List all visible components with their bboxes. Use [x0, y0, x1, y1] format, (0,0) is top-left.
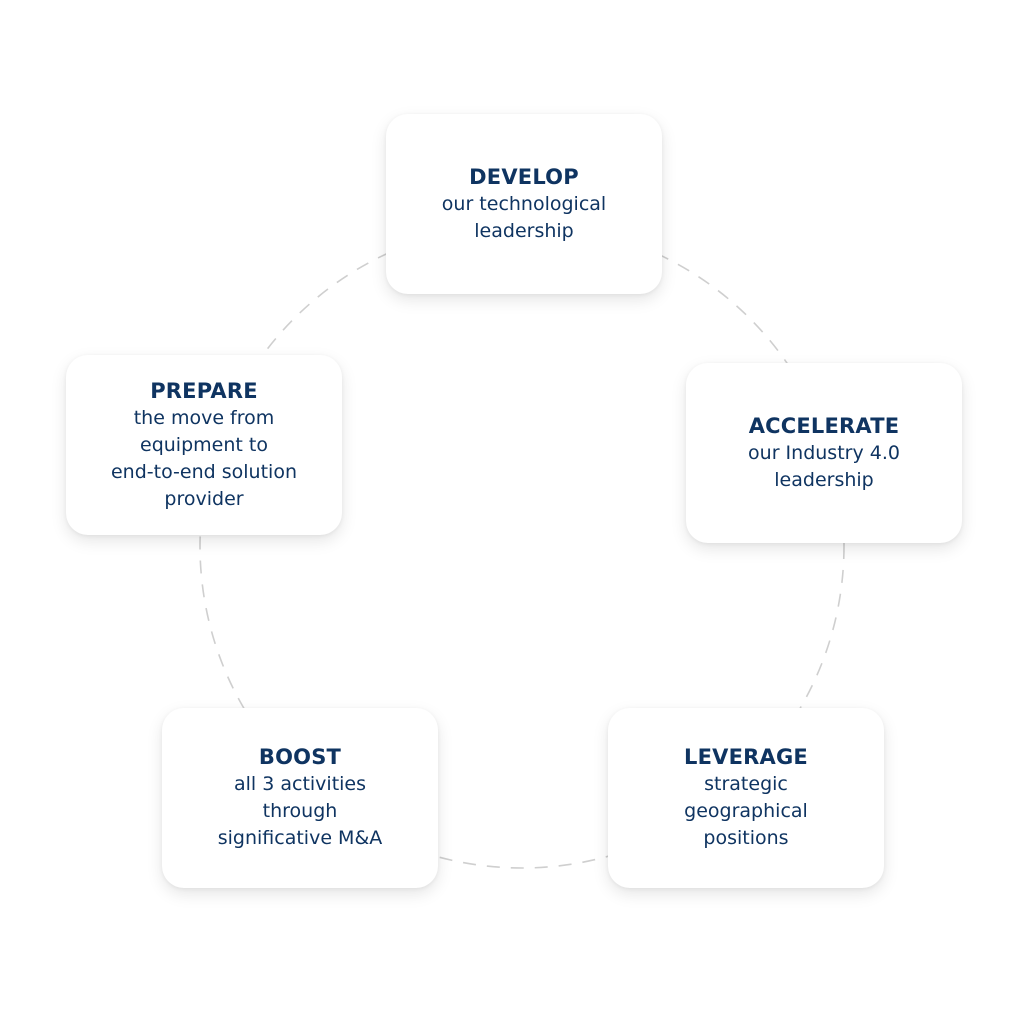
- node-accelerate-description: our Industry 4.0 leadership: [748, 441, 900, 491]
- node-boost-description: all 3 activities through significative M…: [217, 773, 383, 849]
- node-prepare-description: the move from equipment to end-to-end so…: [110, 406, 297, 510]
- node-leverage-title: LEVERAGE: [684, 745, 808, 769]
- node-develop-description: our technological leadership: [441, 192, 607, 242]
- node-boost-title: BOOST: [258, 745, 342, 769]
- node-develop-title: DEVELOP: [469, 164, 579, 189]
- node-prepare: PREPARE the move from equipment to end-t…: [66, 355, 342, 535]
- node-accelerate: ACCELERATE our Industry 4.0 leadership: [686, 363, 962, 543]
- node-develop: DEVELOP our technological leadership: [386, 114, 662, 294]
- node-accelerate-title: ACCELERATE: [748, 413, 900, 438]
- node-boost: BOOST all 3 activities through significa…: [162, 708, 438, 888]
- node-leverage: LEVERAGE strategic geographical position…: [608, 708, 884, 888]
- node-leverage-description: strategic geographical positions: [684, 773, 808, 849]
- node-prepare-title: PREPARE: [150, 378, 258, 403]
